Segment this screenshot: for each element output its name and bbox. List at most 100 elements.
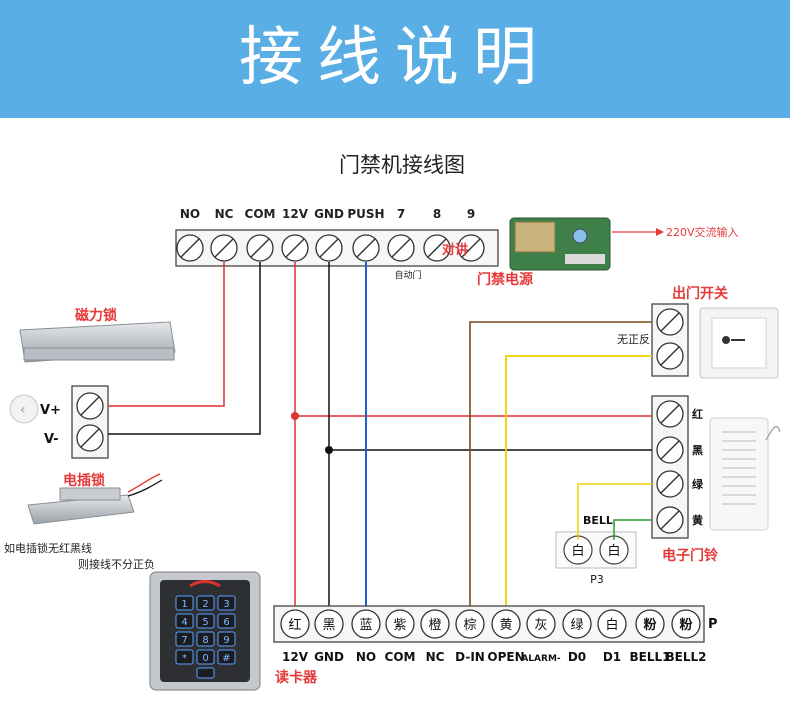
- svg-text:‹: ‹: [20, 402, 26, 418]
- reader-signal-label: OPEN: [487, 650, 524, 664]
- reader-pin: [491, 609, 521, 639]
- bell-wire-label: 黑: [692, 444, 703, 457]
- bell-wire-label: 绿: [692, 477, 704, 491]
- reader-pin: [562, 609, 592, 639]
- terminal-label: PUSH: [347, 207, 384, 221]
- reader-pin-label: 粉: [679, 617, 692, 633]
- reader-pin: [385, 609, 415, 639]
- keypad-key: [217, 595, 236, 611]
- intercom-label: 对讲: [442, 242, 468, 258]
- terminal-label: COM: [245, 207, 276, 221]
- reader-signal-label: BELL2: [666, 650, 707, 664]
- power-supply: [509, 217, 664, 271]
- reader-pin: [455, 609, 485, 639]
- keypad-key-label: 6: [223, 617, 229, 628]
- keypad-key: [217, 649, 236, 665]
- v-minus-label: V-: [44, 432, 59, 447]
- terminal-label: 12V: [282, 207, 309, 221]
- exit-button-image: [699, 307, 779, 379]
- terminal-label: 8: [433, 207, 441, 221]
- p-label: P: [708, 617, 718, 632]
- terminal-screw-7: [387, 234, 415, 262]
- bell-screw-4: [656, 506, 684, 534]
- bell-screw-2: [656, 436, 684, 464]
- header-banner: 接线说明: [0, 0, 790, 118]
- reader-pin-label: 黄: [499, 618, 512, 633]
- reader-pin: [314, 609, 344, 639]
- bolt-lock-label: 电插锁: [63, 472, 105, 489]
- page-title: 接线说明: [239, 21, 551, 95]
- terminal-screw-5: [315, 234, 343, 262]
- terminal-screw-8: [423, 234, 451, 262]
- keypad-key-label: 8: [202, 635, 208, 646]
- reader-pin: [351, 609, 381, 639]
- reader-signal-label: D0: [568, 650, 586, 664]
- reader-pin: [597, 609, 627, 639]
- power-supply-label: 门禁电源: [477, 271, 533, 288]
- reader-signal-label: NO: [356, 650, 376, 664]
- keypad-key: [175, 595, 194, 611]
- reader-pin: [526, 609, 556, 639]
- diagram-title: 门禁机接线图: [339, 153, 465, 177]
- reader-pin-label: 绿: [570, 618, 583, 633]
- exit-switch-label: 出门开关: [672, 285, 728, 302]
- keypad-bell-key: [196, 667, 215, 679]
- reader-signal-label: GND: [314, 650, 344, 664]
- keypad-key-label: 0: [202, 653, 208, 664]
- p3-pin-label: 白: [607, 543, 620, 559]
- terminal-label: 9: [467, 207, 475, 221]
- reader-signal-label: COM: [385, 650, 416, 664]
- bell-label: BELL: [583, 514, 613, 527]
- bolt-lock-note-1: 如电插锁无红黑线: [4, 541, 92, 555]
- bell-wire-label: 黄: [692, 513, 703, 527]
- bolt-lock-image: [27, 473, 163, 525]
- terminal-screw-6: [352, 234, 380, 262]
- reader-pin: [671, 609, 701, 639]
- terminal-screw-3: [246, 234, 274, 262]
- terminal-screw-1: [176, 234, 204, 262]
- reader-pin: [635, 609, 665, 639]
- terminal-label: GND: [314, 207, 344, 221]
- reader-pin: [280, 609, 310, 639]
- keypad-key-label: #: [222, 653, 230, 664]
- keypad-key: [196, 613, 215, 629]
- magnetic-lock-image: [19, 321, 176, 363]
- lock-terminal-block: [71, 385, 109, 459]
- reader-pin: [420, 609, 450, 639]
- power-input-label: 220V交流输入: [666, 225, 739, 239]
- p3-connector: 白白: [555, 531, 637, 569]
- bell-wire-label: 红: [692, 407, 703, 421]
- keypad-key: [217, 613, 236, 629]
- keypad-key: [196, 631, 215, 647]
- no-polarity-label: 无正反: [617, 333, 650, 346]
- keypad-key-label: 7: [181, 635, 187, 646]
- reader-pin-label: 红: [288, 617, 301, 633]
- p3-pin-label: 白: [571, 543, 584, 559]
- auto-door-label: 自动门: [394, 269, 421, 281]
- p3-label: P3: [590, 573, 604, 586]
- keypad-key-label: *: [182, 653, 187, 664]
- terminal-label: NO: [180, 207, 200, 221]
- reader-signal-label: D1: [603, 650, 621, 664]
- magnetic-lock-label: 磁力锁: [75, 307, 117, 324]
- reader-signal-label: NC: [426, 650, 445, 664]
- keypad-key: [196, 649, 215, 665]
- terminal-label: NC: [215, 207, 234, 221]
- keypad-key: [196, 595, 215, 611]
- keypad-key-label: 4: [181, 617, 187, 628]
- keypad-key: [175, 631, 194, 647]
- keypad-key: [175, 613, 194, 629]
- terminal-screw-4: [281, 234, 309, 262]
- reader-pin-label: 橙: [428, 618, 441, 633]
- reader-pin-label: 粉: [643, 617, 656, 633]
- doorbell-label: 电子门铃: [662, 547, 718, 564]
- doorbell-image: [709, 417, 781, 531]
- keypad-key-label: 5: [202, 617, 208, 628]
- reader-signal-label: ALARM-: [521, 654, 561, 664]
- reader-signal-label: 12V: [282, 650, 309, 664]
- lock-screw-v-minus: [76, 424, 104, 452]
- keypad-key: [175, 649, 194, 665]
- keypad-key-label: 3: [223, 599, 229, 610]
